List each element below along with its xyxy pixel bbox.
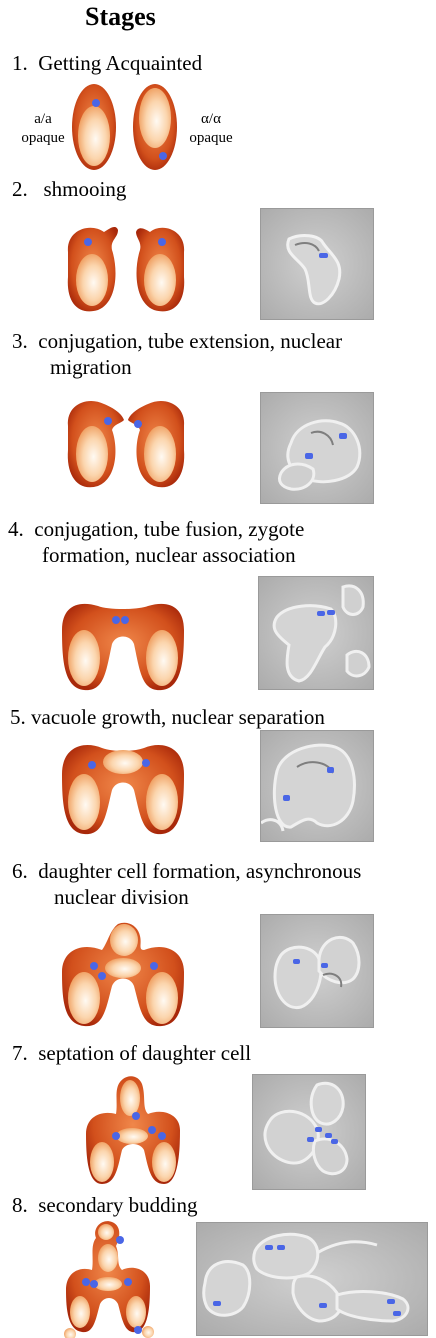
cell-a-vacuole [78,106,110,166]
separation-vacuole-center [103,750,143,774]
shmoo-nucleus-left [84,238,92,246]
stage-5-diagram [62,745,184,835]
separation-nucleus-left [88,761,96,769]
stage-5-label: 5. vacuole growth, nuclear separation [10,704,325,730]
stage-1-diagram [72,84,177,170]
stage-3-number: 3. [12,329,28,353]
septation-vacuole-left [90,1142,114,1182]
daughter-vacuole-center [105,958,141,978]
budding-vacuole-right [126,1296,146,1328]
daughter-vacuole-left [68,972,100,1024]
stage-2-micrograph [260,208,374,320]
stage-6-micrograph [260,914,374,1028]
right-cell-type: α/α [201,111,221,127]
stage-3-line-2: migration [50,355,132,379]
stage-4-micrograph [258,576,374,690]
budding-nucleus-5 [134,1326,142,1334]
septation-nucleus-3 [148,1126,156,1134]
shmoo-vacuole-left [76,254,108,306]
zygote-nucleus-2 [121,616,129,624]
stage-6-line-2: nuclear division [54,885,189,909]
stage-3-line-1: conjugation, tube extension, nuclear [38,329,343,353]
stage-4-diagram [62,603,184,691]
left-cell-state: opaque [21,130,65,146]
stage-4-label: 4. conjugation, tube fusion, zygote form… [8,516,304,568]
zygote-nucleus-1 [112,616,120,624]
daughter-nucleus-1 [90,962,98,970]
stage-5-micrograph [260,730,374,842]
stage-8-micrograph [196,1222,428,1336]
stage-7-text: septation of daughter cell [38,1041,252,1065]
stage-4-line-1: conjugation, tube fusion, zygote [34,517,305,541]
budding-nucleus-3 [90,1280,98,1288]
septation-nucleus-4 [158,1132,166,1140]
stage-2-number: 2. [12,177,28,201]
shmoo-vacuole-right [144,254,176,306]
zygote-vacuole-left [68,630,100,686]
conjugating-nucleus-right [134,420,142,428]
conjugating-vacuole-left [76,426,108,482]
budding-small-bud-right [142,1326,154,1338]
stage-8-diagram [64,1221,154,1338]
stage-1-text: Getting Acquainted [38,51,203,75]
right-cell-caption: α/α opaque [178,110,244,148]
stage-2-diagram [67,226,185,312]
page-title: Stages [85,2,156,31]
stage-6-diagram [62,922,184,1027]
septation-vacuole-center [116,1128,148,1144]
stage-7-label: 7. septation of daughter cell [12,1040,251,1066]
daughter-nucleus-2 [98,972,106,980]
right-cell-state: opaque [189,130,233,146]
budding-nucleus-2 [82,1278,90,1286]
stage-8-label: 8. secondary budding [12,1192,197,1218]
stage-4-line-2: formation, nuclear association [42,543,296,567]
stage-1-number: 1. [12,51,28,75]
budding-top-bud [98,1224,114,1240]
shmoo-nucleus-right [158,238,166,246]
cell-a-nucleus [92,99,100,107]
stage-2-text: shmooing [43,177,127,201]
zygote-vacuole-right [146,630,178,686]
daughter-bud-vacuole [110,924,138,956]
budding-nucleus-4 [124,1278,132,1286]
stage-1-label: 1. Getting Acquainted [12,50,202,76]
daughter-nucleus-3 [150,962,158,970]
budding-bud-vacuole [98,1244,118,1272]
stage-5-number: 5. [10,705,26,729]
conjugating-vacuole-right [144,426,176,482]
left-cell-caption: a/a opaque [12,110,74,148]
stage-6-line-1: daughter cell formation, asynchronous [38,859,362,883]
stage-6-label: 6. daughter cell formation, asynchronous… [12,858,361,910]
budding-small-bud-left [64,1328,76,1338]
stage-2-label: 2. shmooing [12,176,126,202]
stage-7-number: 7. [12,1041,28,1065]
stage-3-micrograph [260,392,374,504]
separation-vacuole-right [146,774,178,830]
budding-vacuole-center [94,1277,122,1291]
cell-alpha-vacuole [139,88,171,148]
stage-7-micrograph [252,1074,366,1190]
separation-vacuole-left [68,774,100,830]
septation-bud-vacuole [120,1080,140,1116]
separation-nucleus-right [142,759,150,767]
septation-nucleus-2 [112,1132,120,1140]
stage-8-number: 8. [12,1193,28,1217]
septation-vacuole-right [152,1142,176,1182]
stage-6-number: 6. [12,859,28,883]
daughter-vacuole-right [146,972,178,1024]
conjugating-nucleus-left [104,417,112,425]
stage-3-diagram [67,400,185,488]
septation-nucleus-1 [132,1112,140,1120]
stage-4-number: 4. [8,517,24,541]
stage-5-text: vacuole growth, nuclear separation [31,705,325,729]
stage-3-label: 3. conjugation, tube extension, nuclear … [12,328,342,380]
stage-7-diagram [86,1076,180,1184]
budding-nucleus-1 [116,1236,124,1244]
left-cell-type: a/a [34,111,52,127]
budding-vacuole-left [70,1296,90,1328]
cell-alpha-nucleus [159,152,167,160]
stage-8-text: secondary budding [38,1193,198,1217]
